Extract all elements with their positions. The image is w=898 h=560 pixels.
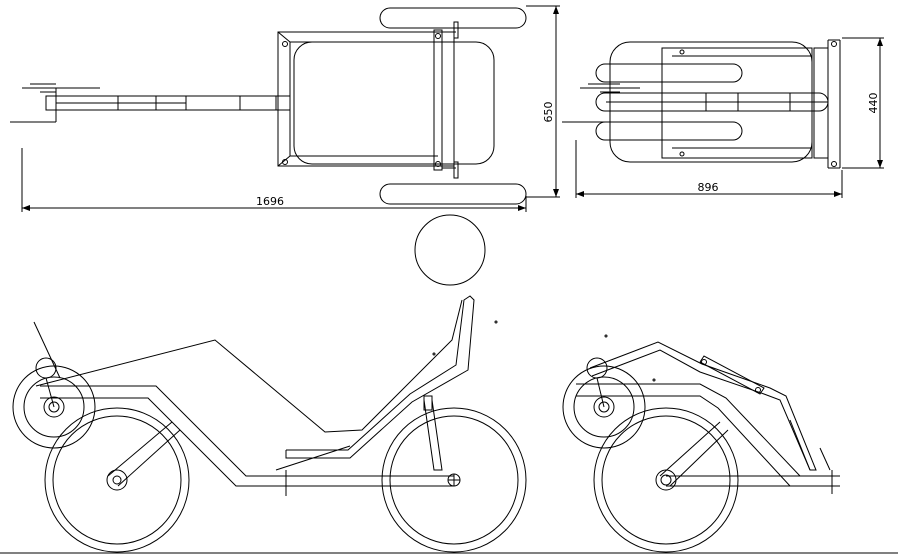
side-rear-wheel [381,407,527,553]
dimension-label-440: 440 [867,93,880,114]
folded-seat [589,334,831,471]
dimension-896: 896 [575,140,843,198]
dimension-650: 650 [526,5,560,198]
side-front-wheel [44,407,190,553]
folded-trailer-wheel [562,357,646,449]
dimension-label-650: 650 [542,102,555,123]
dimension-label-1696: 1696 [256,195,284,208]
top-view-seat [293,41,495,165]
dimension-1696: 1696 [21,148,527,212]
folded-main-wheel [593,407,739,553]
top-view-wheel-lower [379,183,527,205]
rider-head [414,214,486,286]
side-trailer-wheel [12,357,96,449]
top-view-folded [562,39,841,169]
side-view-folded [562,334,840,553]
dimension-label-896: 896 [698,181,719,194]
top-view-boom [10,83,290,123]
folded-frame [576,383,840,494]
top-view-unfolded [10,7,527,205]
side-view-with-rider [0,214,898,554]
side-seat [285,295,475,459]
top-view-frame [277,21,459,179]
dimension-440: 440 [842,37,884,169]
top-view-wheel-upper [379,7,527,29]
rider-body [35,299,463,433]
side-frame [40,385,454,496]
